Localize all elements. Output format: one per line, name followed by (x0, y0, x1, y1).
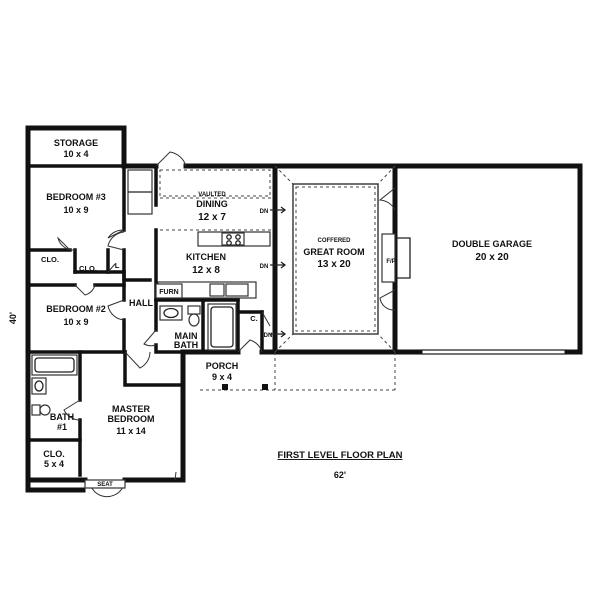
bath1-label: BATH (50, 412, 74, 422)
bedroom3-dims: 10 x 9 (63, 205, 88, 215)
master-bedroom-label-2: BEDROOM (108, 414, 155, 424)
hall-label: HALL (129, 298, 153, 308)
garage-label: DOUBLE GARAGE (452, 239, 532, 249)
porch (200, 352, 396, 391)
fireplace (381, 233, 411, 283)
great-room-dims: 13 x 20 (317, 259, 351, 270)
plan-title: FIRST LEVEL FLOOR PLAN (278, 450, 403, 461)
interior-walls (26, 164, 264, 477)
depth-dimension: 40' (8, 312, 18, 324)
master-clo-label: CLO. (43, 449, 65, 459)
clo-left-label: CLO. (41, 255, 59, 264)
kitchen-label: KITCHEN (186, 252, 226, 262)
main-bath-label-2: BATH (174, 340, 198, 350)
storage-label: STORAGE (54, 138, 98, 148)
storage-dims: 10 x 4 (63, 149, 88, 159)
great-room-label: GREAT ROOM (303, 247, 364, 257)
clo-mid-label: CLO. (79, 264, 97, 273)
master-clo-dims: 5 x 4 (44, 459, 64, 469)
bedroom3-label: BEDROOM #3 (46, 192, 106, 202)
bedroom2-label: BEDROOM #2 (46, 304, 106, 314)
dn-3: DN (264, 333, 273, 339)
main-bath-fixtures (159, 303, 237, 351)
linen-label: L (115, 261, 120, 270)
kitchen-fixtures (127, 169, 272, 299)
stair-arrows (270, 206, 287, 338)
porch-label: PORCH (206, 361, 239, 371)
master-bedroom-dims: 11 x 14 (116, 426, 146, 436)
great-room-note: COFFERED (318, 238, 352, 244)
kitchen-dims: 12 x 8 (192, 265, 220, 276)
dining-dims: 12 x 7 (198, 212, 226, 223)
dn-1: DN (260, 209, 269, 215)
dn-2: DN (260, 264, 269, 270)
coat-closet-label: C. (250, 314, 258, 323)
width-dimension: 62' (334, 470, 346, 480)
window-seat (84, 479, 126, 489)
garage-door (420, 349, 567, 355)
seat-label: SEAT (97, 482, 113, 488)
garage-dims: 20 x 20 (475, 252, 509, 263)
bath1-label-2: #1 (57, 422, 67, 432)
dining-note: VAULTED (198, 192, 226, 198)
porch-dims: 9 x 4 (212, 372, 232, 382)
exterior-walls (25, 125, 583, 493)
bath1-fixtures (31, 354, 78, 416)
furn-label: FURN (159, 289, 178, 296)
doors (57, 151, 396, 498)
fireplace-label: F/P (386, 259, 395, 265)
bedroom2-dims: 10 x 9 (63, 317, 88, 327)
main-bath-label: MAIN (175, 331, 198, 341)
coffered-ceiling (274, 165, 396, 353)
master-bedroom-label: MASTER (112, 404, 151, 414)
dining-label: DINING (196, 199, 228, 209)
